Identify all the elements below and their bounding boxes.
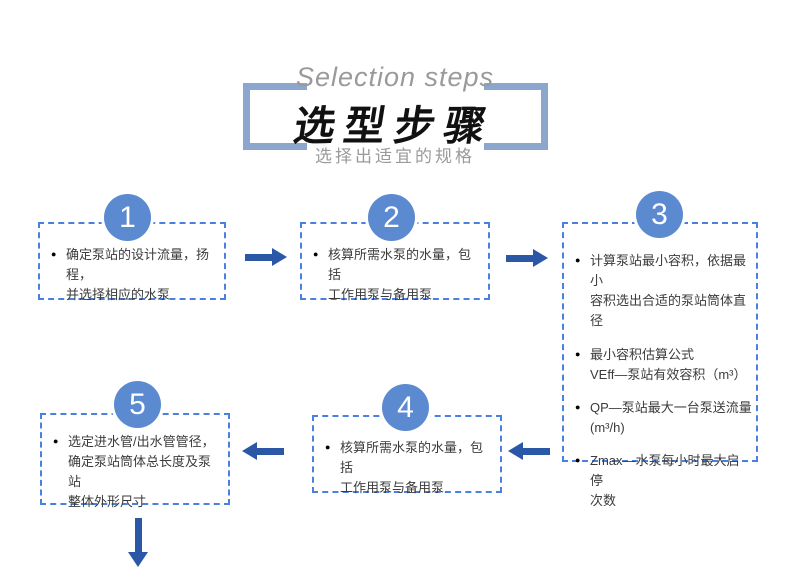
step-1-number-badge: 1 bbox=[104, 194, 151, 241]
step-4-text: 核算所需水泵的水量，包括 工作用泵与备用泵 bbox=[324, 438, 494, 498]
arrow-right-icon bbox=[245, 248, 287, 266]
step-4-number-badge: 4 bbox=[382, 384, 429, 431]
step-3-bullet-2: 最小容积估算公式 VEff—泵站有效容积（m³） bbox=[574, 345, 752, 385]
step-2-text: 核算所需水泵的水量，包括 工作用泵与备用泵 bbox=[312, 245, 482, 305]
arrow-down-icon bbox=[128, 518, 148, 567]
step-3-bullet-1: 计算泵站最小容积，依据最小 容积选出合适的泵站筒体直径 bbox=[574, 251, 752, 332]
arrow-left-icon bbox=[242, 442, 284, 460]
step-5-text: 选定进水管/出水管管径， 确定泵站筒体总长度及泵站 整体外形尺寸 bbox=[52, 432, 222, 513]
step-3-box: 计算泵站最小容积，依据最小 容积选出合适的泵站筒体直径 最小容积估算公式 VEf… bbox=[562, 222, 758, 508]
step-1-text: 确定泵站的设计流量，扬程， 并选择相应的水泵 bbox=[50, 245, 218, 305]
subtitle: 选择出适宜的规格 bbox=[315, 147, 475, 166]
left-bracket-decoration bbox=[243, 83, 307, 150]
step-5-box: 选定进水管/出水管管径， 确定泵站筒体总长度及泵站 整体外形尺寸 bbox=[40, 413, 230, 509]
step-5-number-badge: 5 bbox=[114, 381, 161, 428]
title-english: Selection steps bbox=[295, 62, 495, 92]
arrow-left-icon bbox=[508, 442, 550, 460]
right-bracket-decoration bbox=[484, 83, 548, 150]
step-3-bullet-4: Zmax—水泵每小时最大启停 次数 bbox=[574, 451, 752, 511]
step-3-bullet-3: QP—泵站最大一台泵送流量 (m³/h) bbox=[574, 398, 752, 438]
arrow-right-icon bbox=[506, 249, 548, 267]
step-2-number-badge: 2 bbox=[368, 194, 415, 241]
step-3-number-badge: 3 bbox=[636, 191, 683, 238]
